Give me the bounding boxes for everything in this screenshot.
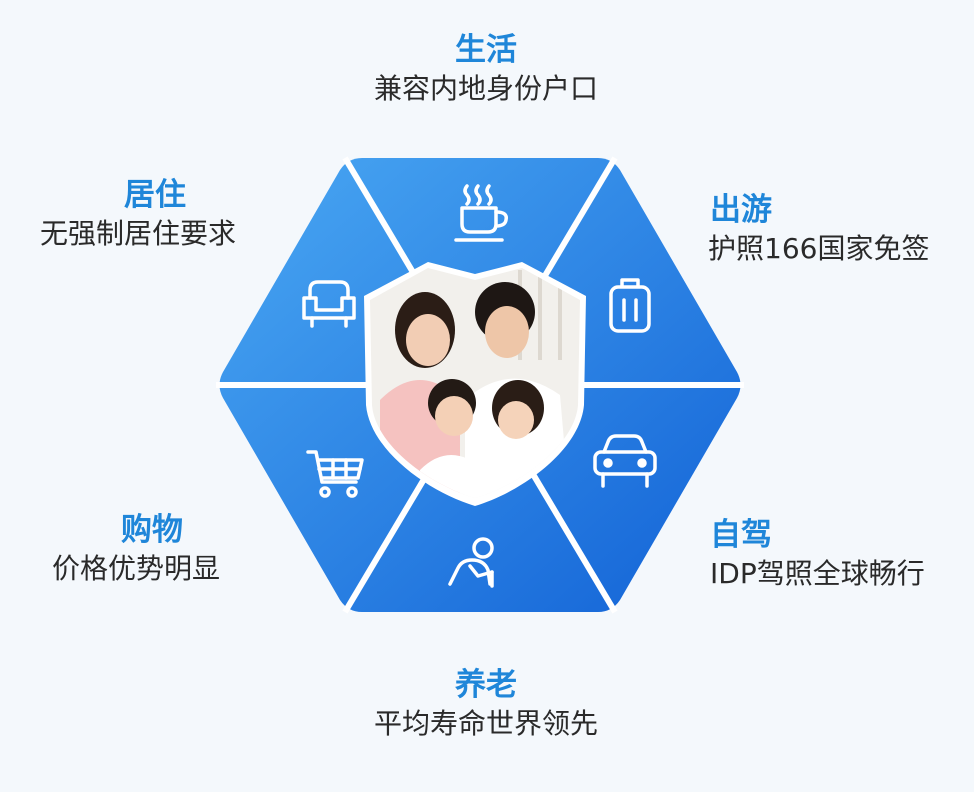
label-life-desc: 兼容内地身份户口 bbox=[373, 72, 598, 105]
label-shopping: 购物 价格优势明显 bbox=[52, 510, 252, 588]
label-living: 居住 无强制居住要求 bbox=[40, 175, 270, 253]
label-retire: 养老 平均寿命世界领先 bbox=[330, 665, 642, 743]
luggage-icon bbox=[609, 278, 651, 333]
coffee-cup-icon bbox=[454, 184, 509, 242]
elderly-person-icon bbox=[448, 537, 494, 588]
label-living-desc: 无强制居住要求 bbox=[40, 217, 237, 250]
label-travel: 出游 护照166国家免签 bbox=[708, 190, 948, 268]
label-living-title: 居住 bbox=[124, 177, 186, 213]
label-life: 生活 兼容内地身份户口 bbox=[330, 30, 642, 108]
label-drive-title: 自驾 bbox=[710, 517, 772, 553]
label-life-title: 生活 bbox=[455, 32, 517, 68]
label-shopping-title: 购物 bbox=[121, 512, 183, 548]
label-retire-title: 养老 bbox=[455, 667, 517, 703]
label-travel-desc: 护照166国家免签 bbox=[708, 232, 930, 265]
label-retire-desc: 平均寿命世界领先 bbox=[373, 707, 598, 740]
label-drive: 自驾 IDP驾照全球畅行 bbox=[710, 515, 950, 593]
label-travel-title: 出游 bbox=[710, 192, 772, 228]
car-icon bbox=[593, 434, 657, 488]
label-drive-desc: IDP驾照全球畅行 bbox=[710, 557, 925, 590]
armchair-icon bbox=[302, 280, 356, 328]
label-shopping-desc: 价格优势明显 bbox=[52, 552, 221, 585]
shopping-cart-icon bbox=[306, 450, 364, 498]
